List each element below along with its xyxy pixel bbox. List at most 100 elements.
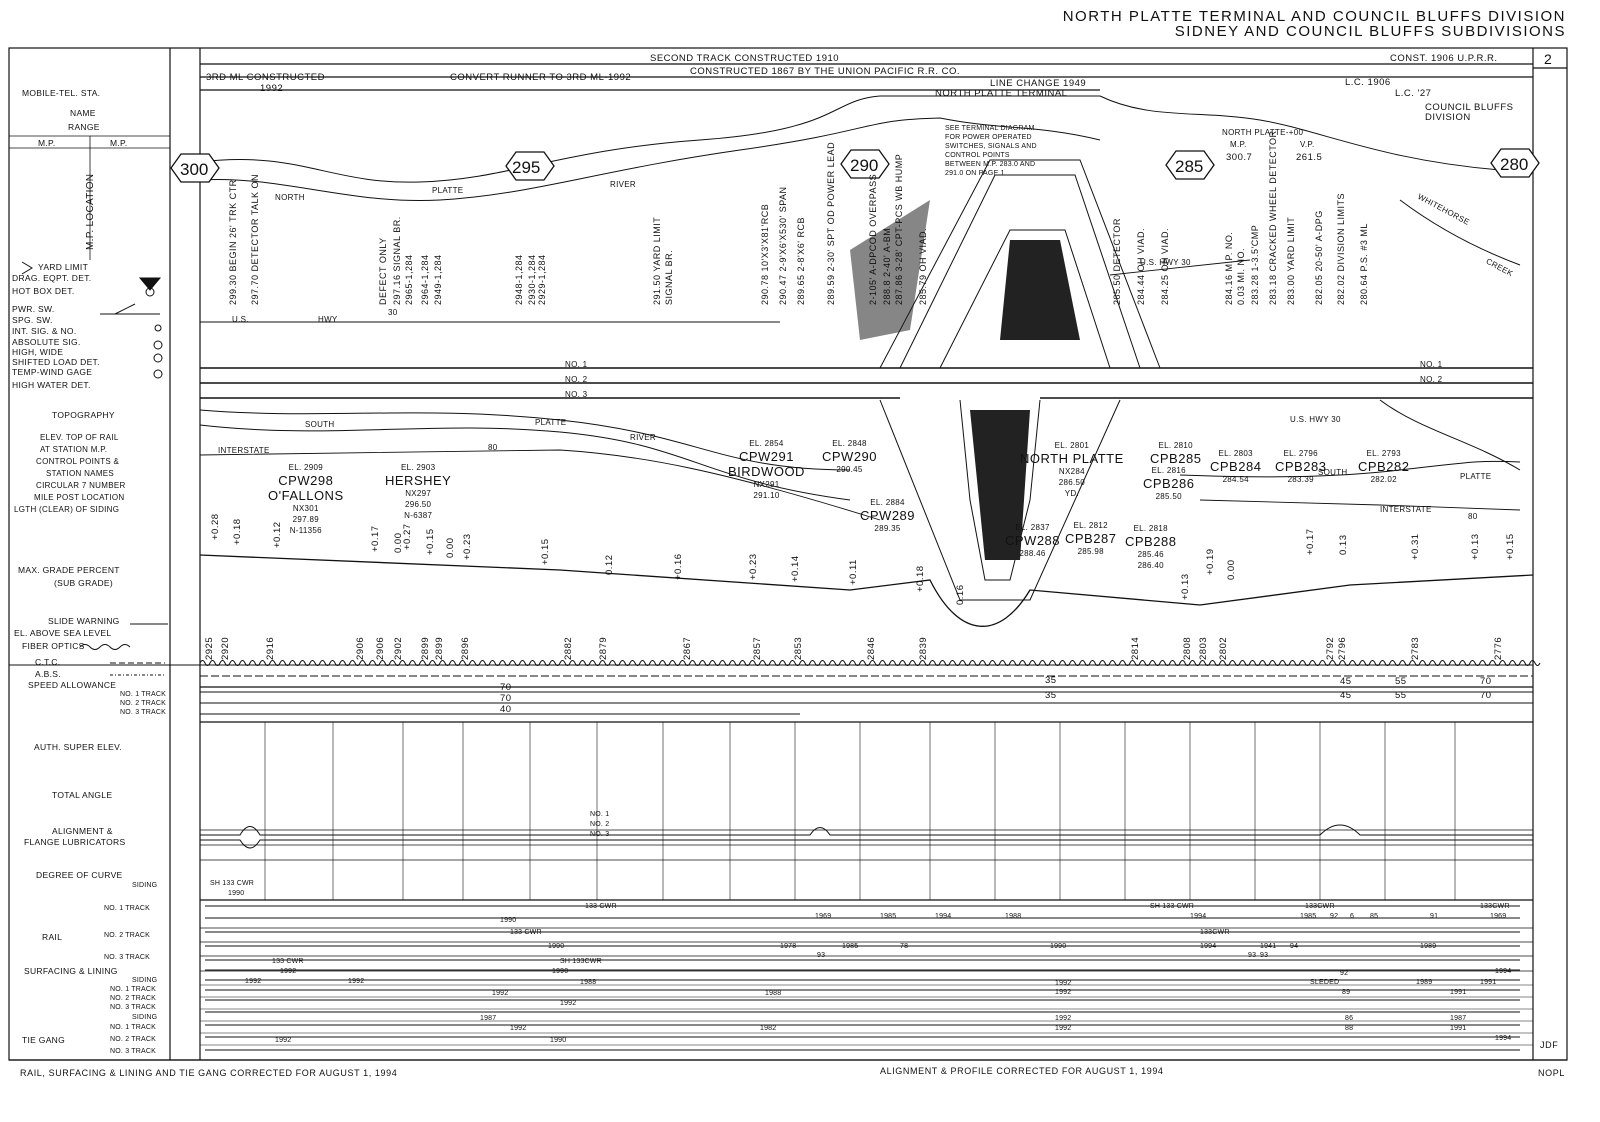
vertical-note: 285.50 DETECTOR xyxy=(1112,218,1122,305)
elevation-value: 2839 xyxy=(918,636,929,660)
milepost-295: 295 xyxy=(512,158,541,177)
vertical-note: SIGNAL BR. xyxy=(664,249,674,305)
elevation-value: 2882 xyxy=(563,636,574,660)
at-station-label: AT STATION M.P. xyxy=(40,445,108,454)
vertical-note: 2948-1,284 xyxy=(514,254,524,305)
vertical-note: 282.05 20-50' A-DPG xyxy=(1314,210,1324,305)
flange-label: FLANGE LUBRICATORS xyxy=(24,837,126,847)
elevation-value: 2846 xyxy=(866,636,877,660)
vertical-note: 284.25 OH VIAD. xyxy=(1160,227,1170,305)
river-south-label: SOUTH xyxy=(305,420,335,429)
grade-value: 0.16 xyxy=(955,584,966,606)
circular-label: CIRCULAR 7 NUMBER xyxy=(36,481,126,490)
milepost-290: 290 xyxy=(850,156,879,175)
high-wide-label: HIGH, WIDE xyxy=(12,347,64,357)
vertical-note: 287.86 3-28' CPT-PCS WB HUMP xyxy=(894,153,904,305)
mp-label-right: M.P. xyxy=(110,138,128,148)
vertical-note: 2964-1,284 xyxy=(420,254,430,305)
length-siding-label: LGTH (CLEAR) OF SIDING xyxy=(14,505,120,514)
range-label: RANGE xyxy=(68,122,100,132)
grade-value: +0.19 xyxy=(1205,548,1216,575)
elevation-value: 2803 xyxy=(1198,636,1209,660)
grade-value: +0.17 xyxy=(370,525,381,552)
us-hwy30-mid-label: U.S. HWY 30 xyxy=(1140,258,1191,267)
vertical-note: 283.18 CRACKED WHEEL DETECTOR xyxy=(1268,130,1278,305)
elevation-value: 2879 xyxy=(598,636,609,660)
shifted-load-label: SHIFTED LOAD DET. xyxy=(12,357,100,367)
grade-value: +0.27 xyxy=(402,523,413,550)
temp-wind-label: TEMP-WIND GAGE xyxy=(12,367,93,377)
speed-allowance-label: SPEED ALLOWANCE xyxy=(28,680,117,690)
milepost-280: 280 xyxy=(1500,155,1529,174)
vertical-note: 290.47 2-9'X6'X530' SPAN xyxy=(778,186,788,305)
interstate-east-label: INTERSTATE xyxy=(1380,505,1432,514)
milepost-markers xyxy=(170,148,1540,183)
grade-value: +0.31 xyxy=(1410,533,1421,560)
tie-no1-label: NO. 1 TRACK xyxy=(110,1024,157,1031)
speed-no3-label: NO. 3 TRACK xyxy=(120,709,167,716)
river-river-south-label: RIVER xyxy=(630,433,656,442)
elevation-value: 2808 xyxy=(1182,636,1193,660)
record-lines xyxy=(205,905,1520,1051)
i80-label: 80 xyxy=(488,443,498,452)
milepost-hexagon xyxy=(170,153,220,183)
footer-left-note: RAIL, SURFACING & LINING AND TIE GANG CO… xyxy=(20,1068,398,1078)
milepost-hexagon xyxy=(840,149,890,179)
tie-no3-label: NO. 3 TRACK xyxy=(110,1048,157,1055)
footer-right-note: NOPL xyxy=(1538,1068,1565,1078)
footer-center-note: ALIGNMENT & PROFILE CORRECTED FOR AUGUST… xyxy=(880,1066,1164,1076)
siding-label-1: SIDING xyxy=(132,882,158,889)
rail-no3-label: NO. 3 TRACK xyxy=(104,954,151,961)
grade-value: +0.18 xyxy=(915,565,926,592)
topography-label: TOPOGRAPHY xyxy=(52,410,115,420)
legend-symbols xyxy=(21,261,168,676)
convert-runner-note: CONVERT RUNNER TO 3RD ML-1992 xyxy=(450,72,632,83)
page-number: 2 xyxy=(1544,51,1552,67)
grade-value: +0.15 xyxy=(425,528,436,555)
tie-no2-label: NO. 2 TRACK xyxy=(110,1036,157,1043)
south-east-label: SOUTH xyxy=(1318,468,1348,477)
fiber-optics-line xyxy=(199,660,1541,666)
const-1906-note: CONST. 1906 U.P.R.R. xyxy=(1390,53,1498,64)
track-no2-label: NO. 2 xyxy=(565,375,588,384)
int-sig-label: INT. SIG. & NO. xyxy=(12,326,77,336)
lc-1906-note: L.C. 1906 xyxy=(1345,77,1391,88)
river-south-bank-2 xyxy=(199,424,851,501)
vertical-note: 290.78 10'X3'X81'RCB xyxy=(760,203,770,305)
auth-super-label: AUTH. SUPER ELEV. xyxy=(34,742,122,752)
grade-value: +0.11 xyxy=(848,559,859,585)
milepost-300: 300 xyxy=(180,160,209,179)
terminal-note: NORTH PLATTE TERMINAL xyxy=(935,88,1068,99)
speed-no2-label: NO. 2 TRACK xyxy=(120,700,167,707)
vertical-note: 280.64 P.S. #3 ML xyxy=(1359,223,1369,305)
elevation-value: 2867 xyxy=(682,636,693,660)
grade-value: 0.00 xyxy=(1226,559,1237,581)
us-hwy30-east-label: U.S. HWY 30 xyxy=(1290,415,1341,424)
elevation-value: 2899 xyxy=(434,636,445,660)
vertical-note: 289.59 2-30' SPT OD POWER LEAD xyxy=(826,141,836,305)
vertical-note: 297.70 DETECTOR TALK ON xyxy=(250,173,260,305)
elevation-value: 2896 xyxy=(460,636,471,660)
us-label: U.S. xyxy=(232,315,249,324)
rail-label: RAIL xyxy=(42,932,63,942)
station-names-label: STATION NAMES xyxy=(46,469,115,478)
river-river-label: RIVER xyxy=(610,180,636,189)
grade-value: +0.13 xyxy=(1470,533,1481,560)
mile-post-label: MILE POST LOCATION xyxy=(34,493,125,502)
grade-value: +0.18 xyxy=(232,518,243,545)
elevation-value: 2899 xyxy=(420,636,431,660)
vertical-note: 299.30 BEGIN 26' TRK CTR xyxy=(228,179,238,305)
elevation-value: 2906 xyxy=(355,636,366,660)
speed-no1-label: NO. 1 TRACK xyxy=(120,691,167,698)
grade-value: 0.13 xyxy=(1338,534,1349,556)
i80-east-label: 80 xyxy=(1468,512,1478,521)
hwy30-label: 30 xyxy=(388,308,398,317)
elevation-value: 2906 xyxy=(375,636,386,660)
elevation-value: 2792 xyxy=(1325,636,1336,660)
elevation-value: 2776 xyxy=(1493,636,1504,660)
